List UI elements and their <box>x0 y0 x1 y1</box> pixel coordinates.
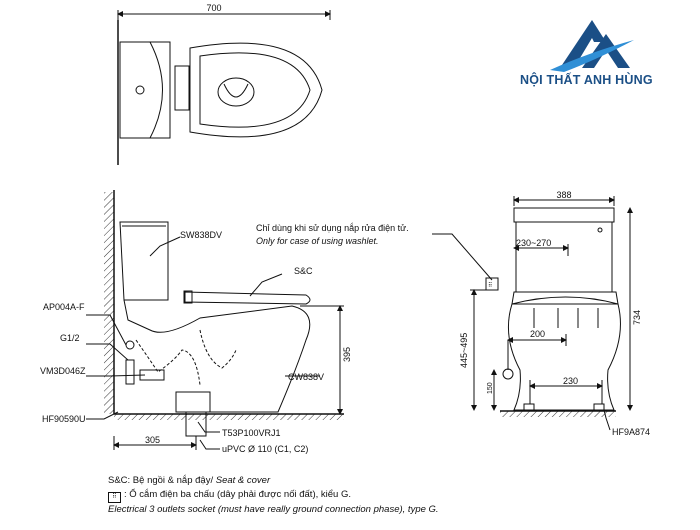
note-socket-en: Electrical 3 outlets socket (must have r… <box>108 503 439 515</box>
socket-icon: ⠿ <box>108 491 121 503</box>
label-trap: T53P100VRJ1 <box>222 428 281 438</box>
label-hf-right: HF9A874 <box>612 427 650 437</box>
note-sc-en: Seat & cover <box>215 475 271 486</box>
brand-name: NỘI THẤT ANH HÙNG <box>520 73 653 87</box>
label-g12: G1/2 <box>60 333 80 343</box>
notes: S&C: Bệ ngồi & nắp đậy/ Seat & cover ⠿: … <box>108 474 668 516</box>
dim-inlet-range: 230~270 <box>516 238 551 248</box>
dim-front-small: 150 <box>487 382 494 394</box>
front-view: ⠿ <box>432 196 633 431</box>
svg-text:⠿: ⠿ <box>488 282 492 289</box>
note-socket-vi: : Ổ cắm điện ba chấu (dây phải được nối … <box>124 488 351 500</box>
label-tank: SW838DV <box>180 230 222 240</box>
dim-side-depth: 305 <box>145 435 160 445</box>
dim-front-inner: 200 <box>530 329 545 339</box>
washlet-note-en: Only for case of using washlet. <box>256 236 379 246</box>
label-seat: S&C <box>294 266 313 276</box>
label-ap: AP004A-F <box>43 302 85 312</box>
dim-total-height: 734 <box>632 310 642 325</box>
label-vm: VM3D046Z <box>40 366 86 376</box>
dim-front-bottom: 230 <box>563 376 578 386</box>
label-pipe: uPVC Ø 110 (C1, C2) <box>222 444 308 454</box>
top-view <box>117 10 331 165</box>
label-hf-left: HF90590U <box>42 414 86 424</box>
note-socket: ⠿: Ổ cắm điện ba chấu (dây phải được nối… <box>108 488 668 503</box>
dim-outlet-height: 445~495 <box>459 333 469 368</box>
dim-top-width: 700 <box>206 3 221 13</box>
dim-seat-height: 395 <box>342 347 352 362</box>
note-sc-vi: S&C: Bệ ngồi & nắp đậy/ <box>108 475 214 486</box>
label-base: CW838V <box>288 372 324 382</box>
anh-hung-logo-icon <box>550 20 634 72</box>
washlet-note-vi: Chỉ dùng khi sử dụng nắp rửa điện tử. <box>256 223 409 233</box>
note-seat-cover: S&C: Bệ ngồi & nắp đậy/ Seat & cover <box>108 474 668 488</box>
dim-front-width: 388 <box>556 190 571 200</box>
side-view <box>86 190 344 450</box>
